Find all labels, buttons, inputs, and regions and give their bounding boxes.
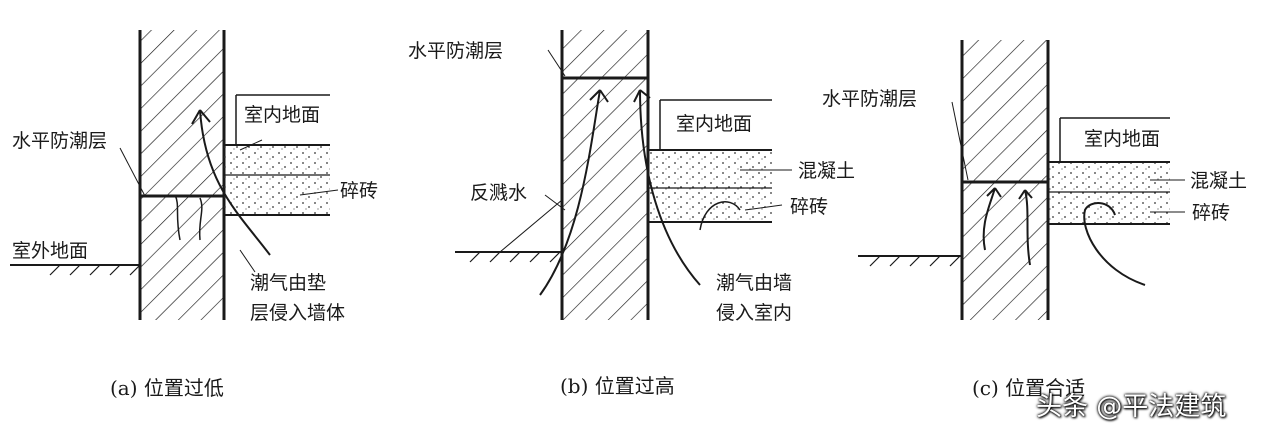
caption-b: (b) 位置过高	[560, 374, 675, 398]
floor-layers-c	[1048, 162, 1170, 224]
floor-layers-b	[648, 150, 772, 222]
wall-b	[562, 30, 648, 320]
label-a-outdoor-ground: 室外地面	[12, 240, 89, 262]
panel-c	[858, 40, 1185, 320]
label-b-dpc: 水平防潮层	[408, 40, 504, 62]
caption-a: (a) 位置过低	[110, 376, 224, 400]
label-c-concrete: 混凝土	[1190, 170, 1248, 192]
label-a-dpc: 水平防潮层	[12, 130, 108, 152]
panel-a	[10, 30, 339, 320]
label-b-indoor-floor: 室内地面	[676, 113, 753, 135]
label-a-moisture: 潮气由垫 层侵入墙体	[250, 272, 346, 324]
wall-a	[140, 30, 224, 320]
panel-b	[455, 30, 792, 320]
label-c-indoor-floor: 室内地面	[1084, 128, 1161, 150]
floor-layers-a	[224, 145, 330, 215]
label-c-dpc: 水平防潮层	[822, 88, 918, 110]
watermark: 头条 @平法建筑	[1036, 392, 1227, 422]
label-b-moisture: 潮气由墙 侵入室内	[716, 272, 793, 324]
label-c-brick: 碎砖	[1192, 202, 1231, 224]
label-b-splash: 反溅水	[470, 182, 528, 204]
label-b-concrete: 混凝土	[798, 160, 856, 182]
wall-c	[962, 40, 1048, 320]
label-a-brick: 碎砖	[340, 180, 379, 202]
label-a-indoor-floor: 室内地面	[244, 104, 321, 126]
moisture-arrow-c	[982, 187, 1002, 251]
moisture-arrow-a	[191, 109, 271, 256]
caption-c: (c) 位置合适	[972, 376, 1086, 400]
moisture-arrow-b	[539, 89, 609, 296]
label-b-brick: 碎砖	[790, 196, 829, 218]
